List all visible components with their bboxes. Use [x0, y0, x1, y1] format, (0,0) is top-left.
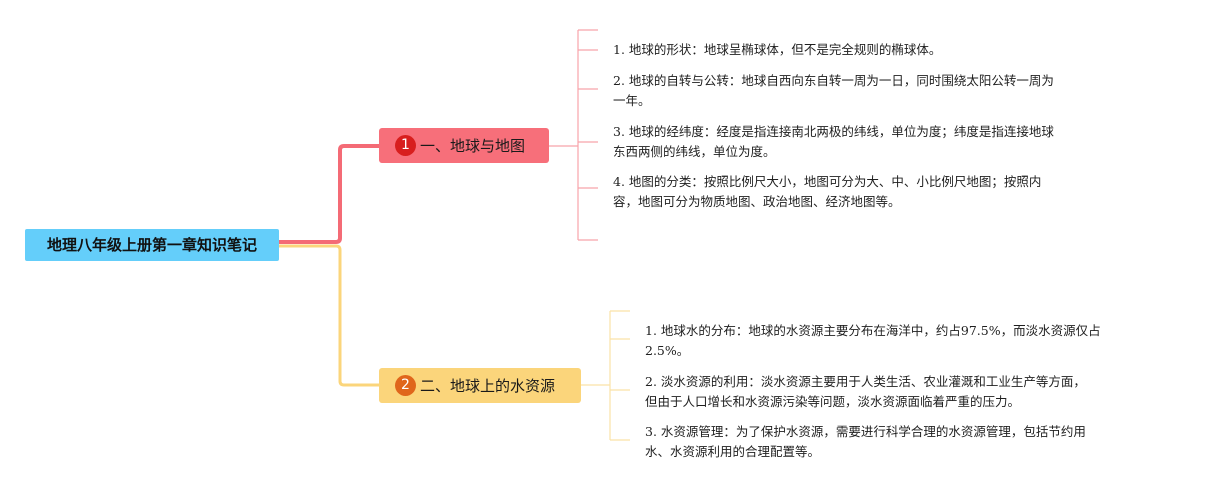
branch-number-badge: 2 [395, 375, 416, 396]
leaf-line: 4. 地图的分类：按照比例尺大小，地图可分为大、中、小比例尺地图；按照内 [613, 174, 1042, 189]
branch-title: 一、地球与地图 [420, 137, 526, 155]
leaf-line: 2. 地球的自转与公转：地球自西向东自转一周为一日，同时围绕太阳公转一周为 [613, 73, 1054, 88]
root-topic[interactable]: 地理八年级上册第一章知识笔记 [25, 229, 279, 261]
leaf-line: 2.5%。 [645, 343, 690, 358]
leaf-map-classification[interactable]: 4. 地图的分类：按照比例尺大小，地图可分为大、中、小比例尺地图；按照内 容，地… [613, 172, 1041, 212]
leaf-freshwater-use[interactable]: 2. 淡水资源的利用：淡水资源主要用于人类生活、农业灌溉和工业生产等方面， 但由… [645, 372, 1086, 412]
leaf-line: 1. 地球的形状：地球呈椭球体，但不是完全规则的椭球体。 [613, 42, 942, 57]
leaf-line: 一年。 [613, 93, 651, 108]
leaf-line: 1. 地球水的分布：地球的水资源主要分布在海洋中，约占97.5%，而淡水资源仅占 [645, 323, 1101, 338]
connector-branch-1-leaves [549, 29, 598, 241]
leaf-water-management[interactable]: 3. 水资源管理：为了保护水资源，需要进行科学合理的水资源管理，包括节约用 水、… [645, 422, 1086, 462]
leaf-line: 东西两侧的纬线，单位为度。 [613, 144, 776, 159]
leaf-line: 3. 地球的经纬度：经度是指连接南北两极的纬线，单位为度；纬度是指连接地球 [613, 124, 1054, 139]
leaf-line: 水、水资源利用的合理配置等。 [645, 444, 821, 459]
leaf-line: 但由于人口增长和水资源污染等问题，淡水资源面临着严重的压力。 [645, 394, 1021, 409]
branch-earth-and-maps[interactable]: 1 一、地球与地图 [379, 128, 549, 163]
leaf-earth-shape[interactable]: 1. 地球的形状：地球呈椭球体，但不是完全规则的椭球体。 [613, 40, 941, 60]
leaf-line: 2. 淡水资源的利用：淡水资源主要用于人类生活、农业灌溉和工业生产等方面， [645, 374, 1086, 389]
leaf-water-distribution[interactable]: 1. 地球水的分布：地球的水资源主要分布在海洋中，约占97.5%，而淡水资源仅占… [645, 321, 1101, 361]
connector-root-branch-1 [279, 144, 379, 244]
leaf-earth-rotation-revolution[interactable]: 2. 地球的自转与公转：地球自西向东自转一周为一日，同时围绕太阳公转一周为 一年… [613, 71, 1054, 111]
leaf-line: 3. 水资源管理：为了保护水资源，需要进行科学合理的水资源管理，包括节约用 [645, 424, 1086, 439]
branch-water-resources[interactable]: 2 二、地球上的水资源 [379, 368, 581, 403]
leaf-line: 容，地图可分为物质地图、政治地图、经济地图等。 [613, 194, 901, 209]
branch-title: 二、地球上的水资源 [420, 377, 556, 395]
branch-number-badge: 1 [395, 135, 416, 156]
connector-root-branch-2 [279, 244, 379, 387]
connector-branch-2-leaves [581, 310, 630, 441]
leaf-longitude-latitude[interactable]: 3. 地球的经纬度：经度是指连接南北两极的纬线，单位为度；纬度是指连接地球 东西… [613, 122, 1054, 162]
